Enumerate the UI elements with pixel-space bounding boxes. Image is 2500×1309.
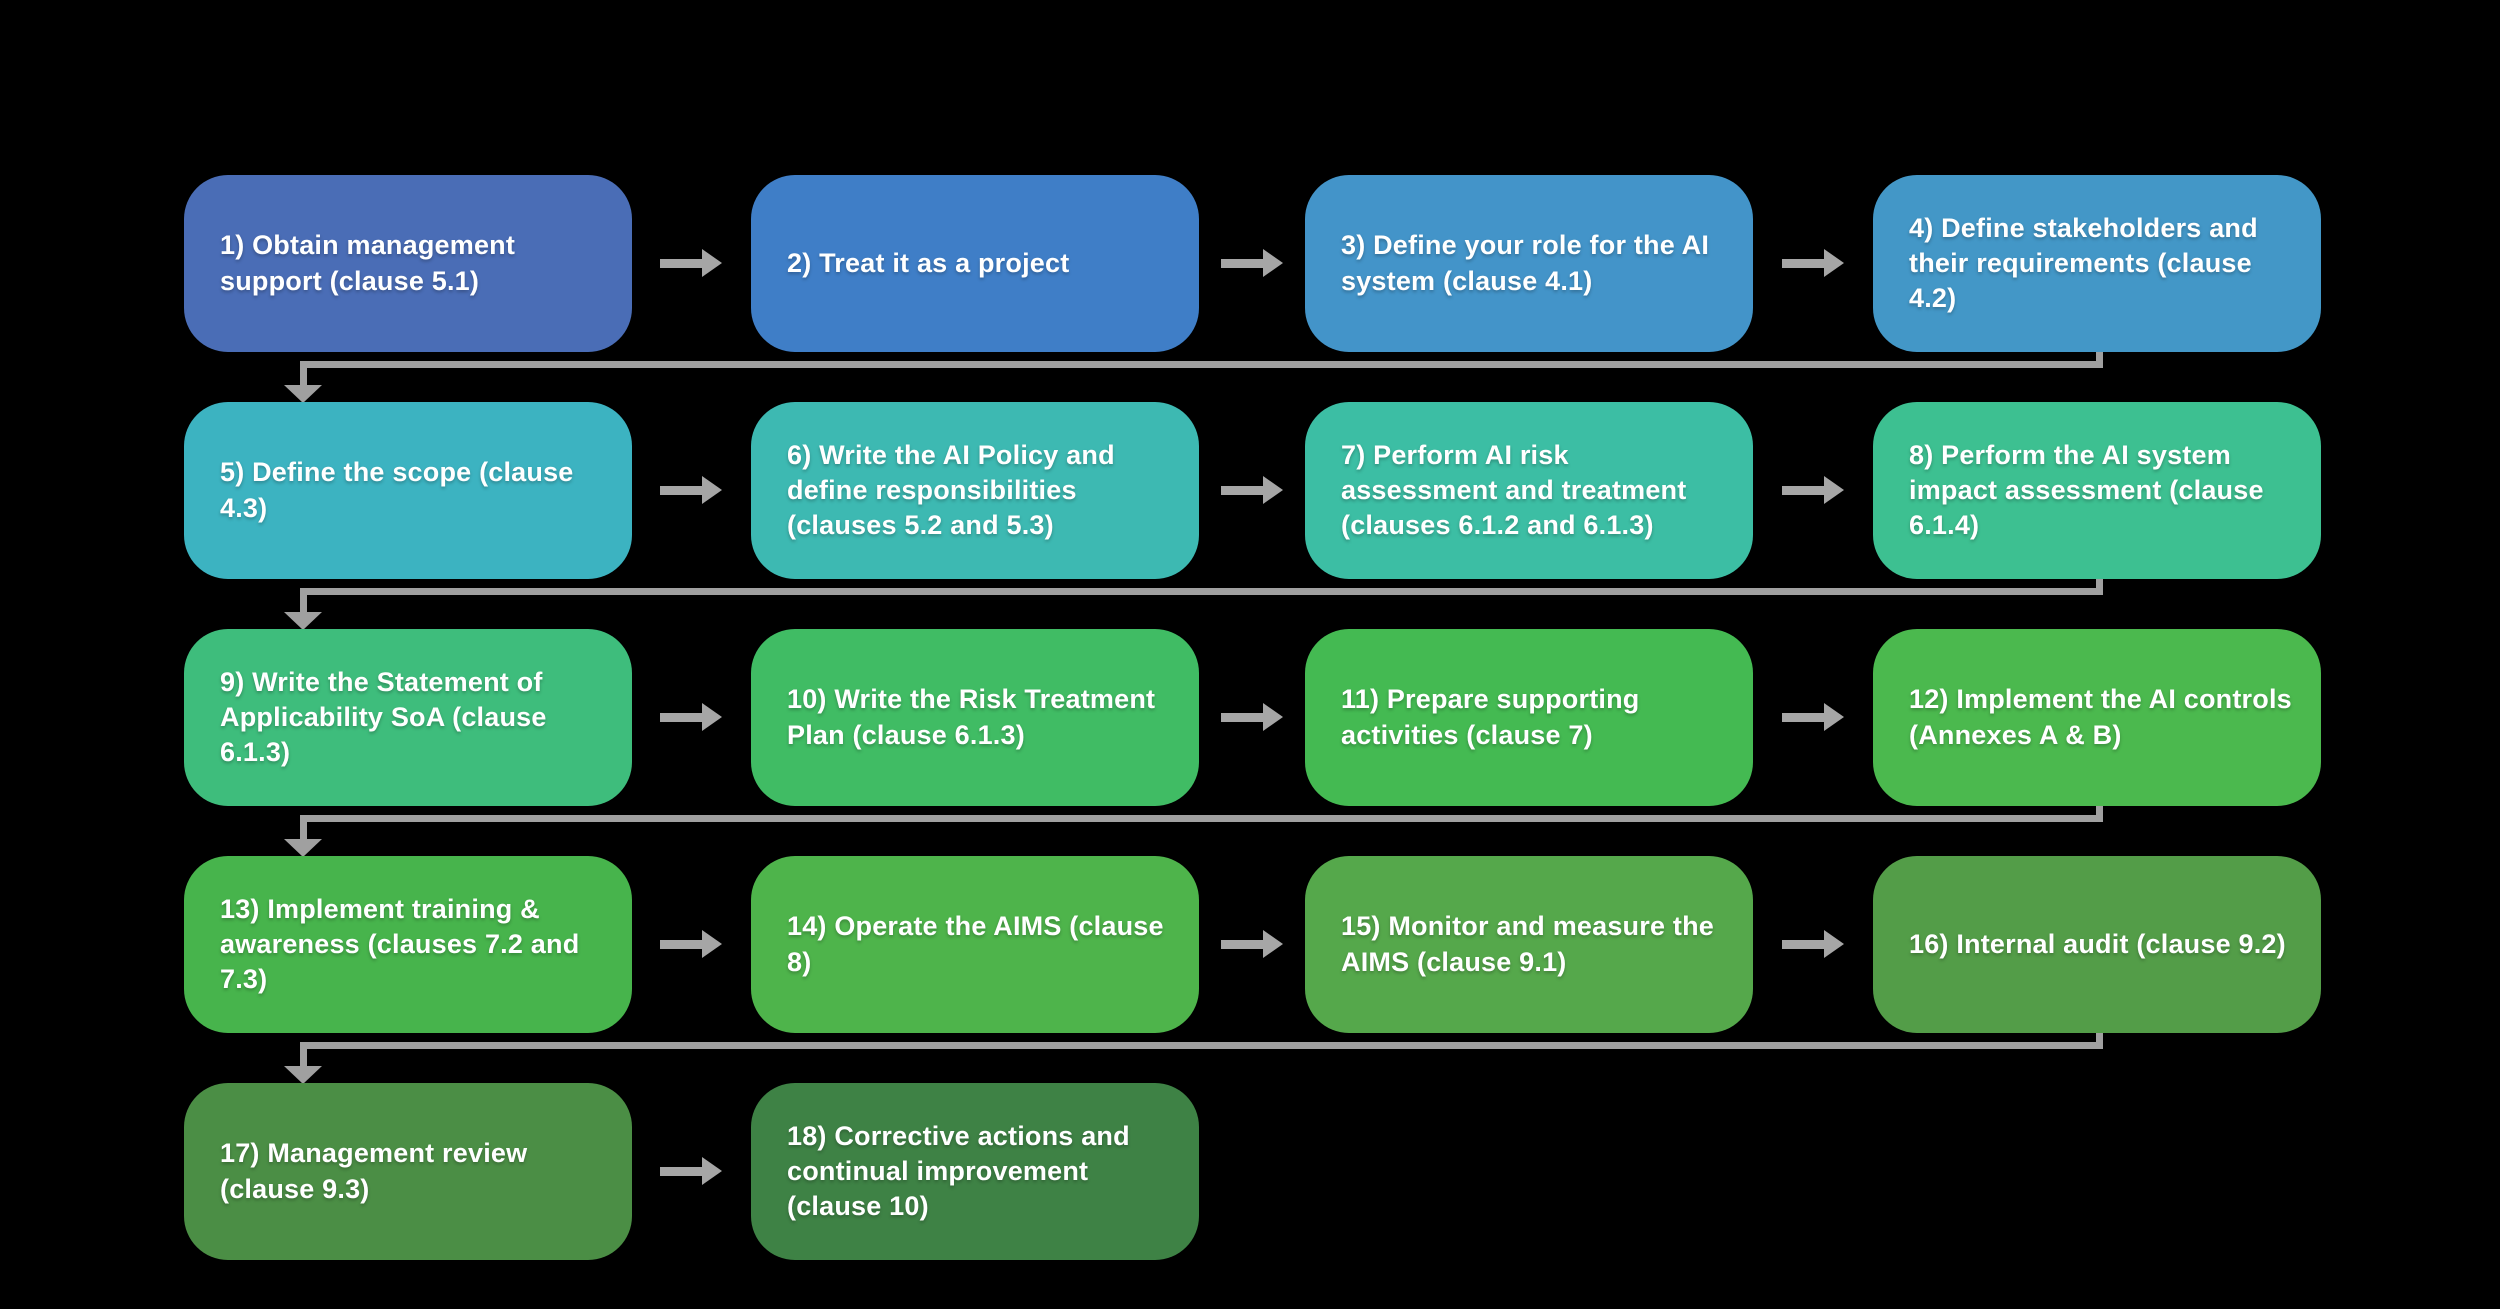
connector-line <box>300 361 307 385</box>
arrow-head <box>702 1157 722 1185</box>
step-box-17: 17) Management review (clause 9.3) <box>184 1083 632 1260</box>
arrow-right-icon <box>660 249 722 277</box>
connector-line <box>300 815 2103 822</box>
connector-stub <box>2096 579 2103 595</box>
arrow-right-icon <box>1782 703 1844 731</box>
connector-stub <box>2096 352 2103 368</box>
connector-line <box>300 361 2103 368</box>
step-box-8: 8) Perform the AI system impact assessme… <box>1873 402 2321 579</box>
step-box-14: 14) Operate the AIMS (clause 8) <box>751 856 1199 1033</box>
step-box-3: 3) Define your role for the AI system (c… <box>1305 175 1753 352</box>
arrow-head <box>1263 703 1283 731</box>
step-label-13: 13) Implement training & awareness (clau… <box>220 893 580 995</box>
arrow-shaft <box>660 713 702 722</box>
connector-arrow-down-icon <box>284 1066 322 1084</box>
connector-arrow-down-icon <box>284 612 322 630</box>
arrow-head <box>1824 476 1844 504</box>
step-label-16: 16) Internal audit (clause 9.2) <box>1909 928 2286 959</box>
connector-stub <box>2096 806 2103 822</box>
step-label-3: 3) Define your role for the AI system (c… <box>1341 230 1710 296</box>
step-box-5: 5) Define the scope (clause 4.3) <box>184 402 632 579</box>
arrow-shaft <box>660 1167 702 1176</box>
step-label-7: 7) Perform AI risk assessment and treatm… <box>1341 439 1687 541</box>
step-label-8: 8) Perform the AI system impact assessme… <box>1909 439 2264 541</box>
step-label-17: 17) Management review (clause 9.3) <box>220 1138 528 1204</box>
step-box-16: 16) Internal audit (clause 9.2) <box>1873 856 2321 1033</box>
arrow-right-icon <box>1221 703 1283 731</box>
arrow-right-icon <box>1782 476 1844 504</box>
step-label-18: 18) Corrective actions and continual imp… <box>787 1120 1130 1222</box>
step-label-4: 4) Define stakeholders and their require… <box>1909 212 2258 314</box>
step-label-1: 1) Obtain management support (clause 5.1… <box>220 230 516 296</box>
connector-line <box>300 1042 2103 1049</box>
arrow-right-icon <box>1221 476 1283 504</box>
step-box-2: 2) Treat it as a project <box>751 175 1199 352</box>
arrow-head <box>1263 930 1283 958</box>
arrow-right-icon <box>1782 249 1844 277</box>
arrow-right-icon <box>660 476 722 504</box>
connector-line <box>300 588 2103 595</box>
arrow-shaft <box>1221 713 1263 722</box>
arrow-shaft <box>660 259 702 268</box>
arrow-right-icon <box>1782 930 1844 958</box>
step-box-13: 13) Implement training & awareness (clau… <box>184 856 632 1033</box>
connector-line <box>300 588 307 612</box>
connector-stub <box>2096 1033 2103 1049</box>
connector-arrow-down-icon <box>284 839 322 857</box>
step-label-10: 10) Write the Risk Treatment Plan (claus… <box>787 684 1156 750</box>
arrow-right-icon <box>1221 249 1283 277</box>
step-label-9: 9) Write the Statement of Applicability … <box>220 666 547 768</box>
step-label-12: 12) Implement the AI controls (Annexes A… <box>1909 684 2292 750</box>
arrow-head <box>1263 476 1283 504</box>
step-box-9: 9) Write the Statement of Applicability … <box>184 629 632 806</box>
arrow-right-icon <box>660 930 722 958</box>
arrow-head <box>702 249 722 277</box>
arrow-shaft <box>1782 259 1824 268</box>
step-label-6: 6) Write the AI Policy and define respon… <box>787 439 1115 541</box>
step-box-4: 4) Define stakeholders and their require… <box>1873 175 2321 352</box>
step-label-2: 2) Treat it as a project <box>787 247 1070 278</box>
arrow-shaft <box>660 940 702 949</box>
step-box-11: 11) Prepare supporting activities (claus… <box>1305 629 1753 806</box>
arrow-shaft <box>1782 940 1824 949</box>
step-label-11: 11) Prepare supporting activities (claus… <box>1341 684 1640 750</box>
arrow-right-icon <box>1221 930 1283 958</box>
step-box-1: 1) Obtain management support (clause 5.1… <box>184 175 632 352</box>
step-box-10: 10) Write the Risk Treatment Plan (claus… <box>751 629 1199 806</box>
step-box-18: 18) Corrective actions and continual imp… <box>751 1083 1199 1260</box>
arrow-head <box>1263 249 1283 277</box>
arrow-shaft <box>1221 259 1263 268</box>
arrow-head <box>1824 930 1844 958</box>
arrow-head <box>702 930 722 958</box>
arrow-shaft <box>1221 940 1263 949</box>
arrow-right-icon <box>660 1157 722 1185</box>
step-box-12: 12) Implement the AI controls (Annexes A… <box>1873 629 2321 806</box>
arrow-head <box>702 476 722 504</box>
arrow-head <box>1824 249 1844 277</box>
connector-line <box>300 815 307 839</box>
step-label-14: 14) Operate the AIMS (clause 8) <box>787 911 1164 977</box>
arrow-right-icon <box>660 703 722 731</box>
arrow-head <box>1824 703 1844 731</box>
step-box-15: 15) Monitor and measure the AIMS (clause… <box>1305 856 1753 1033</box>
step-label-5: 5) Define the scope (clause 4.3) <box>220 457 574 523</box>
step-box-7: 7) Perform AI risk assessment and treatm… <box>1305 402 1753 579</box>
step-box-6: 6) Write the AI Policy and define respon… <box>751 402 1199 579</box>
arrow-head <box>702 703 722 731</box>
step-label-15: 15) Monitor and measure the AIMS (clause… <box>1341 911 1714 977</box>
connector-line <box>300 1042 307 1066</box>
arrow-shaft <box>1221 486 1263 495</box>
arrow-shaft <box>660 486 702 495</box>
arrow-shaft <box>1782 713 1824 722</box>
connector-arrow-down-icon <box>284 385 322 403</box>
arrow-shaft <box>1782 486 1824 495</box>
